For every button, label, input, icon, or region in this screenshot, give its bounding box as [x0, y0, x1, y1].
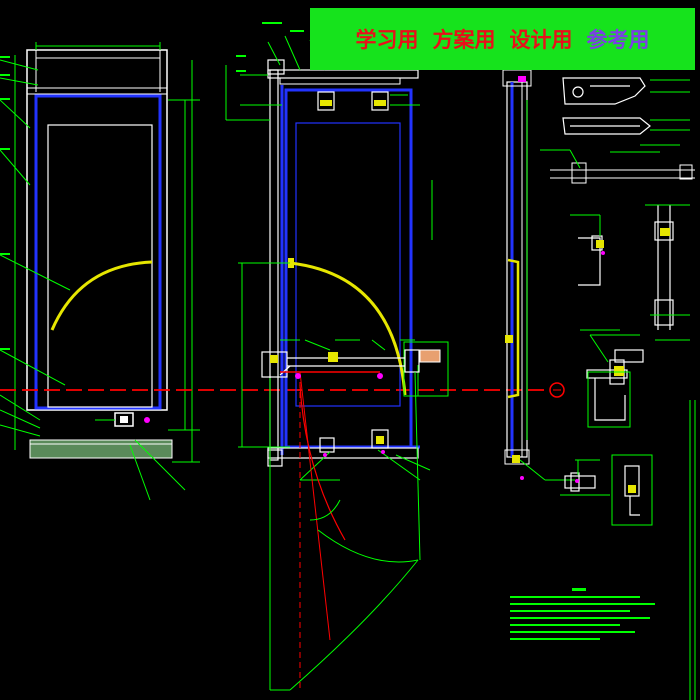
notes-block	[510, 588, 655, 640]
left-door-elevation	[0, 42, 200, 501]
center-mark-icon	[549, 382, 565, 398]
banner-label-proposal: 方案用	[432, 28, 496, 52]
side-section	[502, 69, 575, 481]
usage-banner: 学习用 方案用 设计用 参考用	[310, 8, 695, 70]
banner-label-study: 学习用	[355, 28, 419, 52]
hardware-details	[540, 77, 696, 700]
middle-door-elevation	[225, 22, 449, 481]
plan-view	[261, 339, 441, 691]
banner-label-design: 设计用	[509, 28, 573, 52]
banner-label-reference: 参考用	[586, 28, 650, 52]
